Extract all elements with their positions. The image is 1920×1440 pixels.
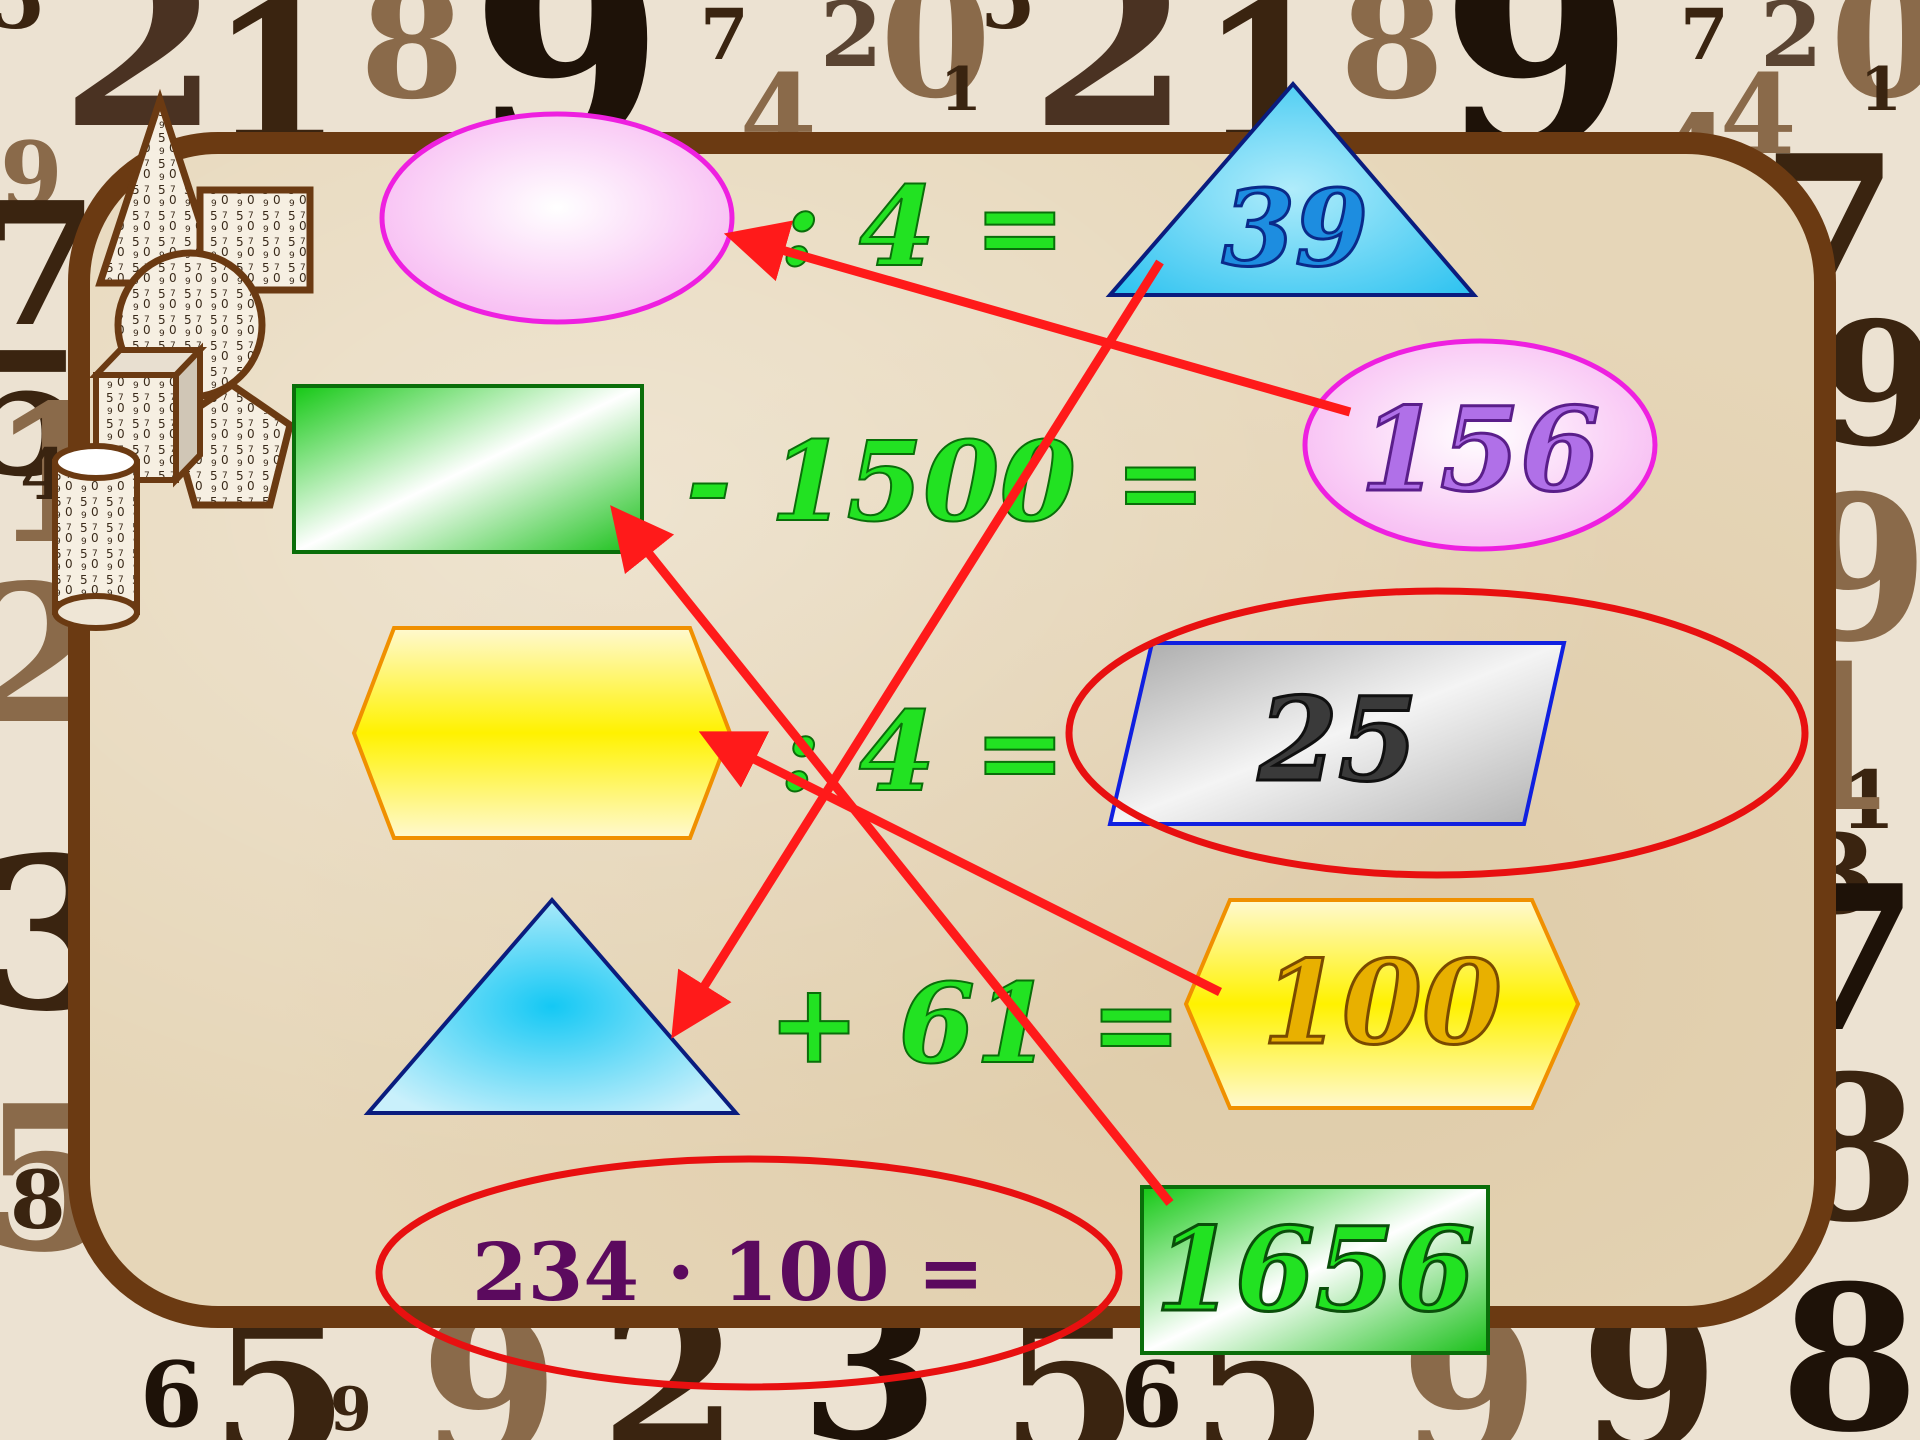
yellow-hexagon-blank[interactable] [354,628,730,838]
equation-3-value: 25 [1257,673,1418,808]
equation-1-operator: : 4 = [780,162,1066,291]
blue-triangle-blank[interactable] [368,900,736,1113]
final-value: 1656 [1155,1203,1475,1338]
final-expression: 234 · 100 = [472,1225,984,1319]
pink-oval-blank[interactable] [382,114,732,322]
equation-2-value: 156 [1360,383,1600,518]
equation-1-value: 39 [1222,166,1368,290]
green-rectangle-blank[interactable] [294,386,642,552]
geometry-solids-decoration [55,100,310,628]
arrow-39-to-triangle [678,262,1160,1028]
equation-4-operator: + 61 = [768,959,1182,1088]
equation-4-value: 100 [1262,936,1502,1071]
equation-2-operator: - 1500 = [686,417,1207,546]
cylinder-icon [55,446,137,628]
